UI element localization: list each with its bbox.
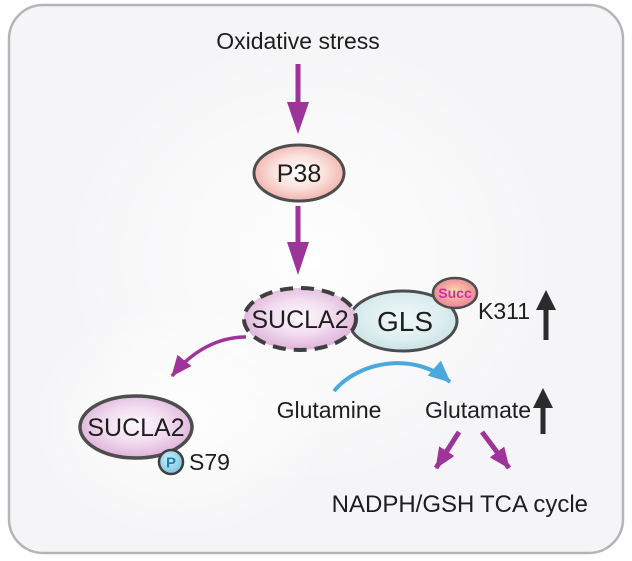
phospho-badge-label: P bbox=[166, 455, 176, 472]
arrow-glutamine-to-glutamate-icon bbox=[332, 360, 452, 393]
succ-badge-label: Succ bbox=[438, 285, 472, 301]
p38-node: P38 bbox=[252, 143, 346, 203]
arrow-stress-to-p38-icon bbox=[287, 64, 309, 134]
gls-label: GLS bbox=[377, 306, 433, 337]
succ-badge: Succ bbox=[431, 276, 479, 310]
arrow-p38-to-complex-icon bbox=[287, 206, 309, 275]
arrow-glutamate-to-tca-icon bbox=[480, 430, 511, 470]
p38-label: P38 bbox=[277, 160, 321, 188]
arrow-complex-to-phospho-icon bbox=[170, 335, 247, 378]
phospho-sucla2-label: SUCLA2 bbox=[87, 414, 184, 442]
sucla2-complex-node: SUCLA2 bbox=[242, 286, 358, 352]
tca-cycle-label: TCA cycle bbox=[480, 491, 588, 518]
phospho-badge: P bbox=[157, 448, 185, 476]
phospho-sucla2-node: SUCLA2 bbox=[78, 394, 194, 460]
glutamate-up-arrow-icon bbox=[533, 388, 553, 434]
nadph-gsh-label: NADPH/GSH bbox=[332, 491, 475, 518]
k311-up-arrow-icon bbox=[536, 290, 556, 340]
glutamate-label: Glutamate bbox=[425, 397, 531, 423]
arrow-glutamate-to-nadph-icon bbox=[433, 430, 462, 470]
s79-label: S79 bbox=[189, 449, 230, 475]
k311-label: K311 bbox=[478, 298, 530, 324]
glutamine-label: Glutamine bbox=[277, 397, 382, 423]
sucla2-complex-label: SUCLA2 bbox=[251, 306, 348, 334]
oxidative-stress-label: Oxidative stress bbox=[216, 28, 380, 54]
